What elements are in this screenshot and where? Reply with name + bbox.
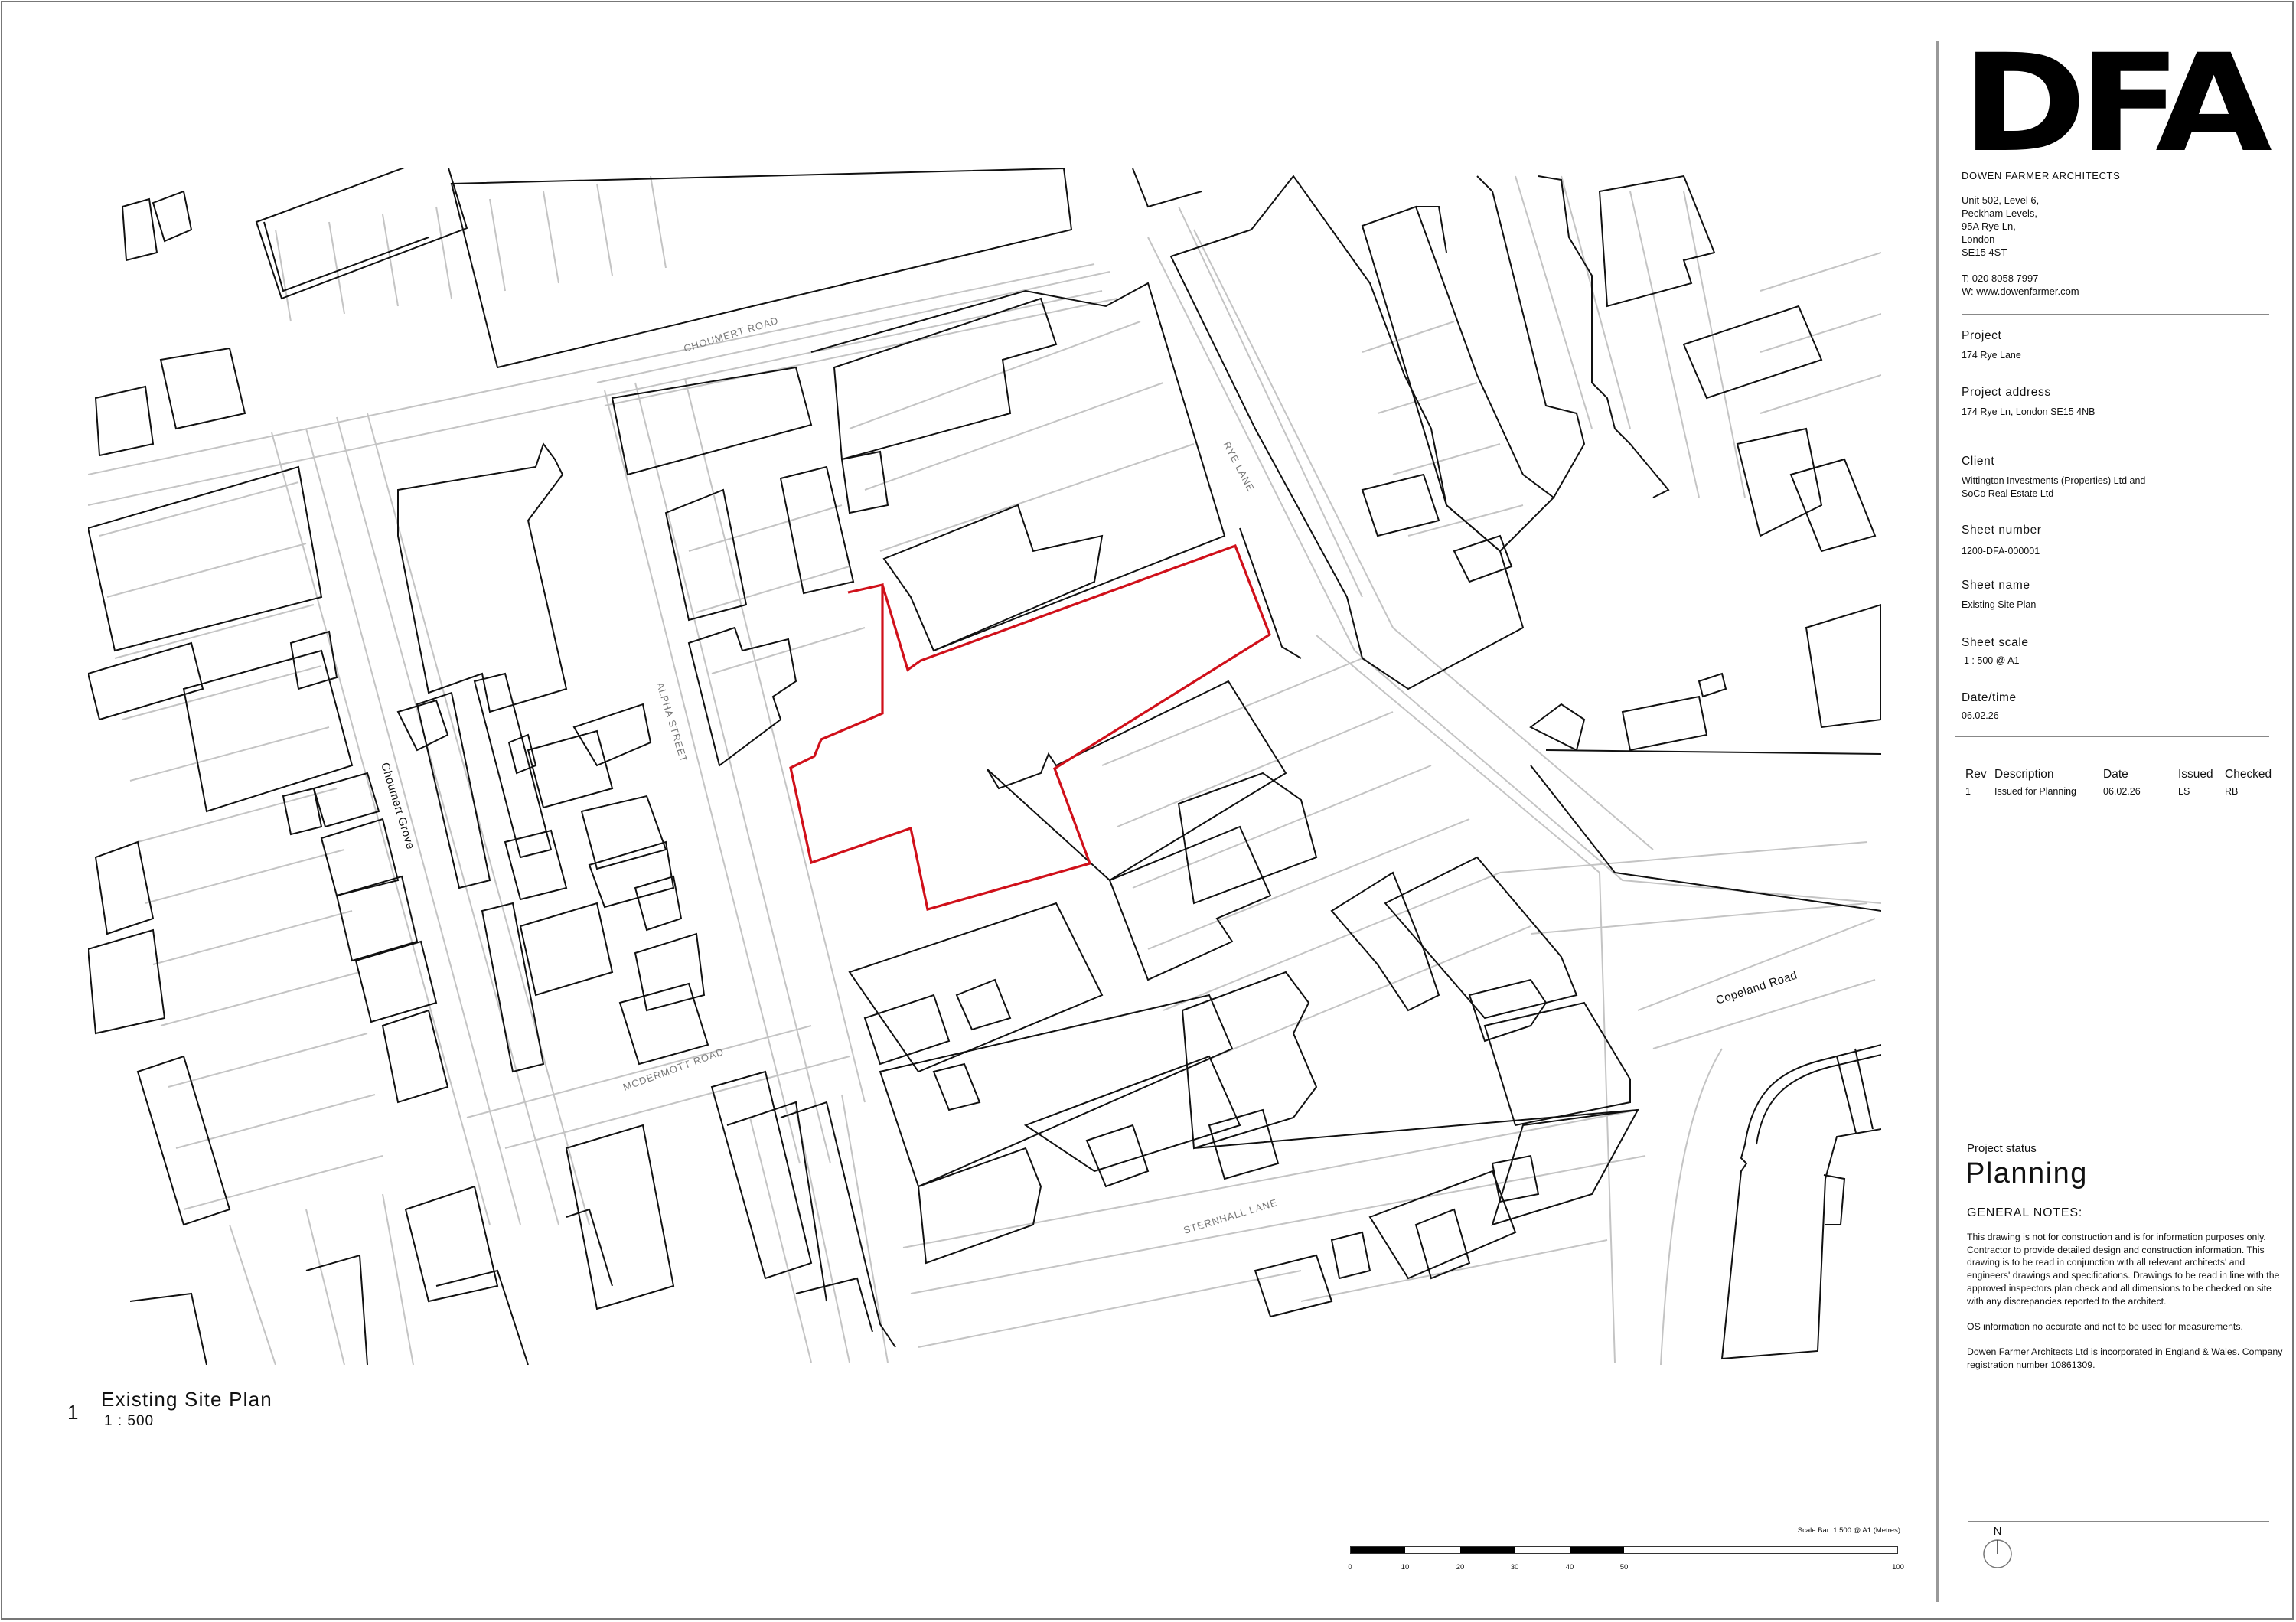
date-cell: 06.02.26 — [2103, 786, 2141, 797]
view-scale: 1 : 500 — [104, 1413, 155, 1429]
scale-tick: 10 — [1401, 1563, 1410, 1571]
north-arrow: N — [1982, 1525, 2013, 1571]
scale-bar-caption: Scale Bar: 1:500 @ A1 (Metres) — [1797, 1526, 1900, 1535]
date-value: 06.02.26 — [1962, 710, 1999, 721]
issued-cell: LS — [2178, 786, 2190, 797]
view-number: 1 — [67, 1401, 79, 1424]
street-label-choumert-road: CHOUMERT ROAD — [682, 315, 780, 354]
scale-tick: 100 — [1892, 1563, 1904, 1571]
firm-logo: DFA — [1962, 25, 2272, 182]
firm-phone: T: 020 8058 7997 — [1962, 273, 2039, 284]
date-header: Date — [2103, 768, 2128, 781]
client-label: Client — [1962, 455, 1995, 468]
address-line: London — [1962, 233, 1995, 245]
project-value: 174 Rye Lane — [1962, 350, 2021, 361]
address-line: SE15 4ST — [1962, 246, 2007, 258]
general-notes-title: GENERAL NOTES: — [1967, 1206, 2083, 1219]
site-plan-map: CHOUMERT ROAD Choumert Grove ALPHA STREE… — [88, 168, 1881, 1365]
address-line: Unit 502, Level 6, — [1962, 194, 2040, 206]
project-label: Project — [1962, 329, 2002, 342]
firm-address: Unit 502, Level 6, Peckham Levels, 95A R… — [1962, 194, 2039, 259]
scale-bar-track — [1350, 1546, 1898, 1554]
sheet-name-label: Sheet name — [1962, 579, 2030, 592]
view-title: Existing Site Plan — [101, 1388, 272, 1411]
address-line: Peckham Levels, — [1962, 207, 2037, 219]
north-label: N — [1993, 1525, 2002, 1538]
scale-tick: 20 — [1456, 1563, 1465, 1571]
issued-header: Issued — [2178, 768, 2213, 781]
description-header: Description — [1994, 768, 2054, 781]
map-content — [88, 168, 1881, 1365]
curtilage-lines — [88, 175, 1881, 1365]
checked-cell: RB — [2225, 786, 2239, 797]
general-notes: This drawing is not for construction and… — [1967, 1231, 2288, 1384]
street-label-choumert-grove: Choumert Grove — [378, 761, 417, 851]
title-block-rule — [1955, 736, 2269, 737]
project-address-value: 174 Rye Ln, London SE15 4NB — [1962, 406, 2095, 417]
street-label-mcdermott-road: MCDERMOTT ROAD — [621, 1046, 726, 1093]
client-line: Wittington Investments (Properties) Ltd … — [1962, 475, 2146, 486]
checked-header: Checked — [2225, 768, 2272, 781]
project-address-label: Project address — [1962, 386, 2051, 399]
sheet-number-value: 1200-DFA-000001 — [1962, 546, 2040, 556]
scale-tick: 30 — [1510, 1563, 1519, 1571]
sheet-scale-value: 1 : 500 @ A1 — [1964, 655, 2020, 666]
firm-web: W: www.dowenfarmer.com — [1962, 286, 2079, 297]
date-label: Date/time — [1962, 691, 2017, 704]
street-label-sternhall-lane: STERNHALL LANE — [1182, 1196, 1278, 1236]
site-boundary — [789, 543, 1271, 912]
general-note: OS information no accurate and not to be… — [1967, 1320, 2243, 1332]
building-outlines — [88, 168, 1881, 1365]
project-status-value: Planning — [1965, 1157, 2088, 1190]
scale-tick: 40 — [1565, 1563, 1574, 1571]
description-cell: Issued for Planning — [1994, 786, 2077, 797]
client-line: SoCo Real Estate Ltd — [1962, 488, 2054, 499]
general-note: Dowen Farmer Architects Ltd is incorpora… — [1967, 1346, 2283, 1370]
north-arrow-icon — [1983, 1539, 2012, 1568]
street-label-rye-lane: RYE LANE — [1221, 439, 1257, 494]
title-block-rule — [1968, 1521, 2269, 1522]
client-value: Wittington Investments (Properties) Ltd … — [1962, 475, 2145, 501]
project-status-label: Project status — [1967, 1142, 2037, 1155]
title-block-rule — [1962, 314, 2269, 315]
address-line: 95A Rye Ln, — [1962, 220, 2016, 232]
street-label-alpha-street: ALPHA STREET — [654, 680, 690, 763]
scale-bar: Scale Bar: 1:500 @ A1 (Metres) 0 10 20 3… — [1345, 1523, 1904, 1577]
sheet-number-label: Sheet number — [1962, 524, 2042, 537]
rev-header: Rev — [1965, 768, 1987, 781]
firm-name: DOWEN FARMER ARCHITECTS — [1962, 170, 2121, 181]
scale-tick: 50 — [1619, 1563, 1629, 1571]
scale-tick: 0 — [1348, 1563, 1352, 1571]
sheet-name-value: Existing Site Plan — [1962, 599, 2037, 610]
title-block-divider — [1936, 41, 1939, 1602]
general-note: This drawing is not for construction and… — [1967, 1232, 2280, 1307]
street-label-copeland-road: Copeland Road — [1714, 968, 1799, 1007]
firm-contact: T: 020 8058 7997 W: www.dowenfarmer.com — [1962, 272, 2079, 298]
rev-cell: 1 — [1965, 786, 1971, 797]
sheet-scale-label: Sheet scale — [1962, 636, 2029, 649]
